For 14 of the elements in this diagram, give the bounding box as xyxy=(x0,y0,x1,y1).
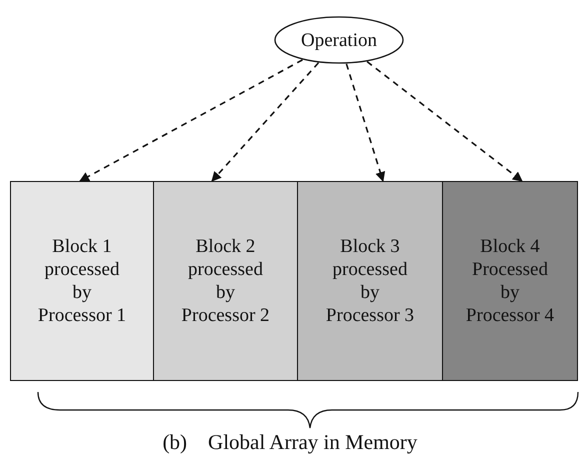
dashed-arrow xyxy=(79,59,303,182)
caption: (b) Global Array in Memory xyxy=(162,430,418,455)
block-label: Block 4 Processed by Processor 4 xyxy=(464,235,556,327)
dashed-arrow xyxy=(366,61,523,182)
memory-block xyxy=(153,181,298,381)
dashed-arrow xyxy=(211,62,320,182)
memory-block xyxy=(297,181,443,381)
block-label: Block 1 processed by Processor 1 xyxy=(36,235,128,327)
operation-label: Operation xyxy=(301,28,377,52)
block-label: Block 3 processed by Processor 3 xyxy=(324,235,416,327)
block-label: Block 2 processed by Processor 2 xyxy=(180,235,271,327)
memory-block xyxy=(10,181,154,381)
dashed-arrow xyxy=(346,64,386,182)
memory-block xyxy=(442,181,578,381)
